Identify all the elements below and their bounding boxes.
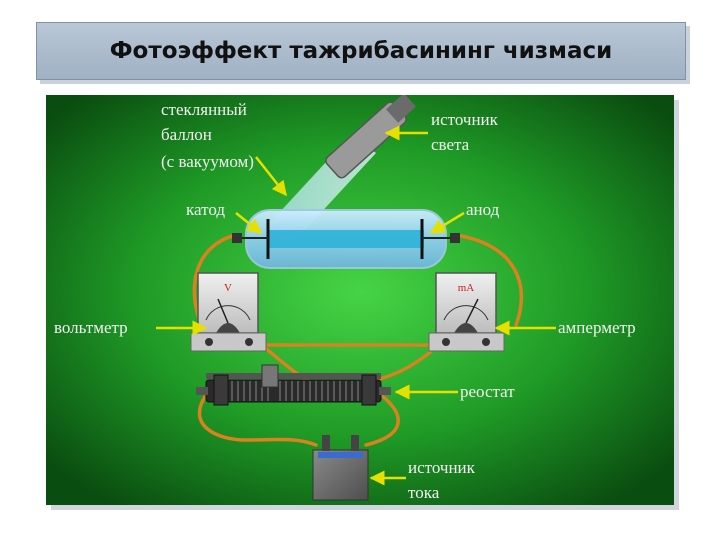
vacuum-tube: [232, 209, 460, 269]
label-ammeter: амперметр: [558, 318, 636, 337]
wire-rheostat-source-left: [197, 393, 318, 447]
wire-rheostat-source-right: [364, 393, 400, 447]
electron-flow: [268, 230, 424, 248]
diagram-labels: стеклянный баллон (с вакуумом) источник …: [54, 100, 636, 502]
label-cathode: катод: [186, 200, 225, 219]
wire-ammeter-rheostat: [374, 345, 438, 382]
label-glass-bulb-3: (с вакуумом): [161, 152, 254, 171]
label-light-source-2: света: [431, 135, 470, 154]
label-current-source-2: тока: [408, 483, 440, 502]
label-rheostat: реостат: [460, 382, 515, 401]
label-voltmeter: вольтметр: [54, 318, 128, 337]
photoeffect-diagram: V mA: [46, 95, 674, 505]
label-light-source-1: источник: [431, 110, 499, 129]
ammeter-unit-label: mA: [458, 282, 475, 294]
voltmeter-unit-label: V: [224, 282, 232, 294]
diagram-panel: V mA: [46, 95, 674, 505]
light-source: [325, 95, 416, 179]
label-current-source-1: источник: [408, 458, 476, 477]
label-anode: анод: [466, 200, 500, 219]
page-title: Фотоэффект тажрибасининг чизмаси: [109, 38, 613, 64]
wire-anode-ammeter: [454, 233, 524, 327]
rheostat-slider: [261, 364, 279, 388]
current-source: [312, 435, 369, 501]
ammeter: mA: [428, 272, 505, 352]
label-glass-bulb-2: баллон: [161, 125, 212, 144]
voltmeter: V: [190, 272, 267, 352]
label-glass-bulb-1: стеклянный: [161, 100, 247, 119]
label-arrows: [156, 125, 556, 486]
circuit-wires: [192, 233, 524, 447]
rheostat: [196, 364, 391, 406]
title-bar: Фотоэффект тажрибасининг чизмаси: [36, 22, 686, 80]
